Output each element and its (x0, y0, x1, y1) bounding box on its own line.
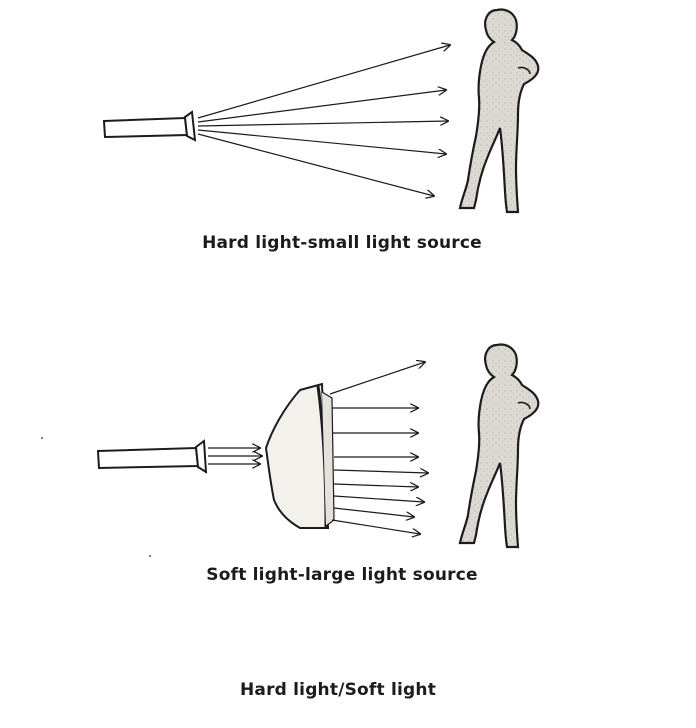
soft-light-rays (329, 362, 428, 534)
diffuser (264, 382, 335, 529)
soft-light-scene (96, 343, 540, 549)
hard-light-caption: Hard light-small light source (202, 233, 482, 253)
flashlight-large (96, 439, 208, 474)
soft-light-caption: Soft light-large light source (206, 565, 478, 585)
person-silhouette-bottom (458, 343, 540, 549)
speck (41, 437, 43, 439)
person-silhouette-top (458, 8, 540, 214)
speck (149, 555, 151, 557)
inner-beam-arrows (208, 448, 262, 464)
hard-light-rays (197, 45, 450, 196)
hard-light-scene (102, 8, 540, 214)
flashlight-small (102, 110, 197, 142)
diagram-title: Hard light/Soft light (239, 680, 437, 700)
